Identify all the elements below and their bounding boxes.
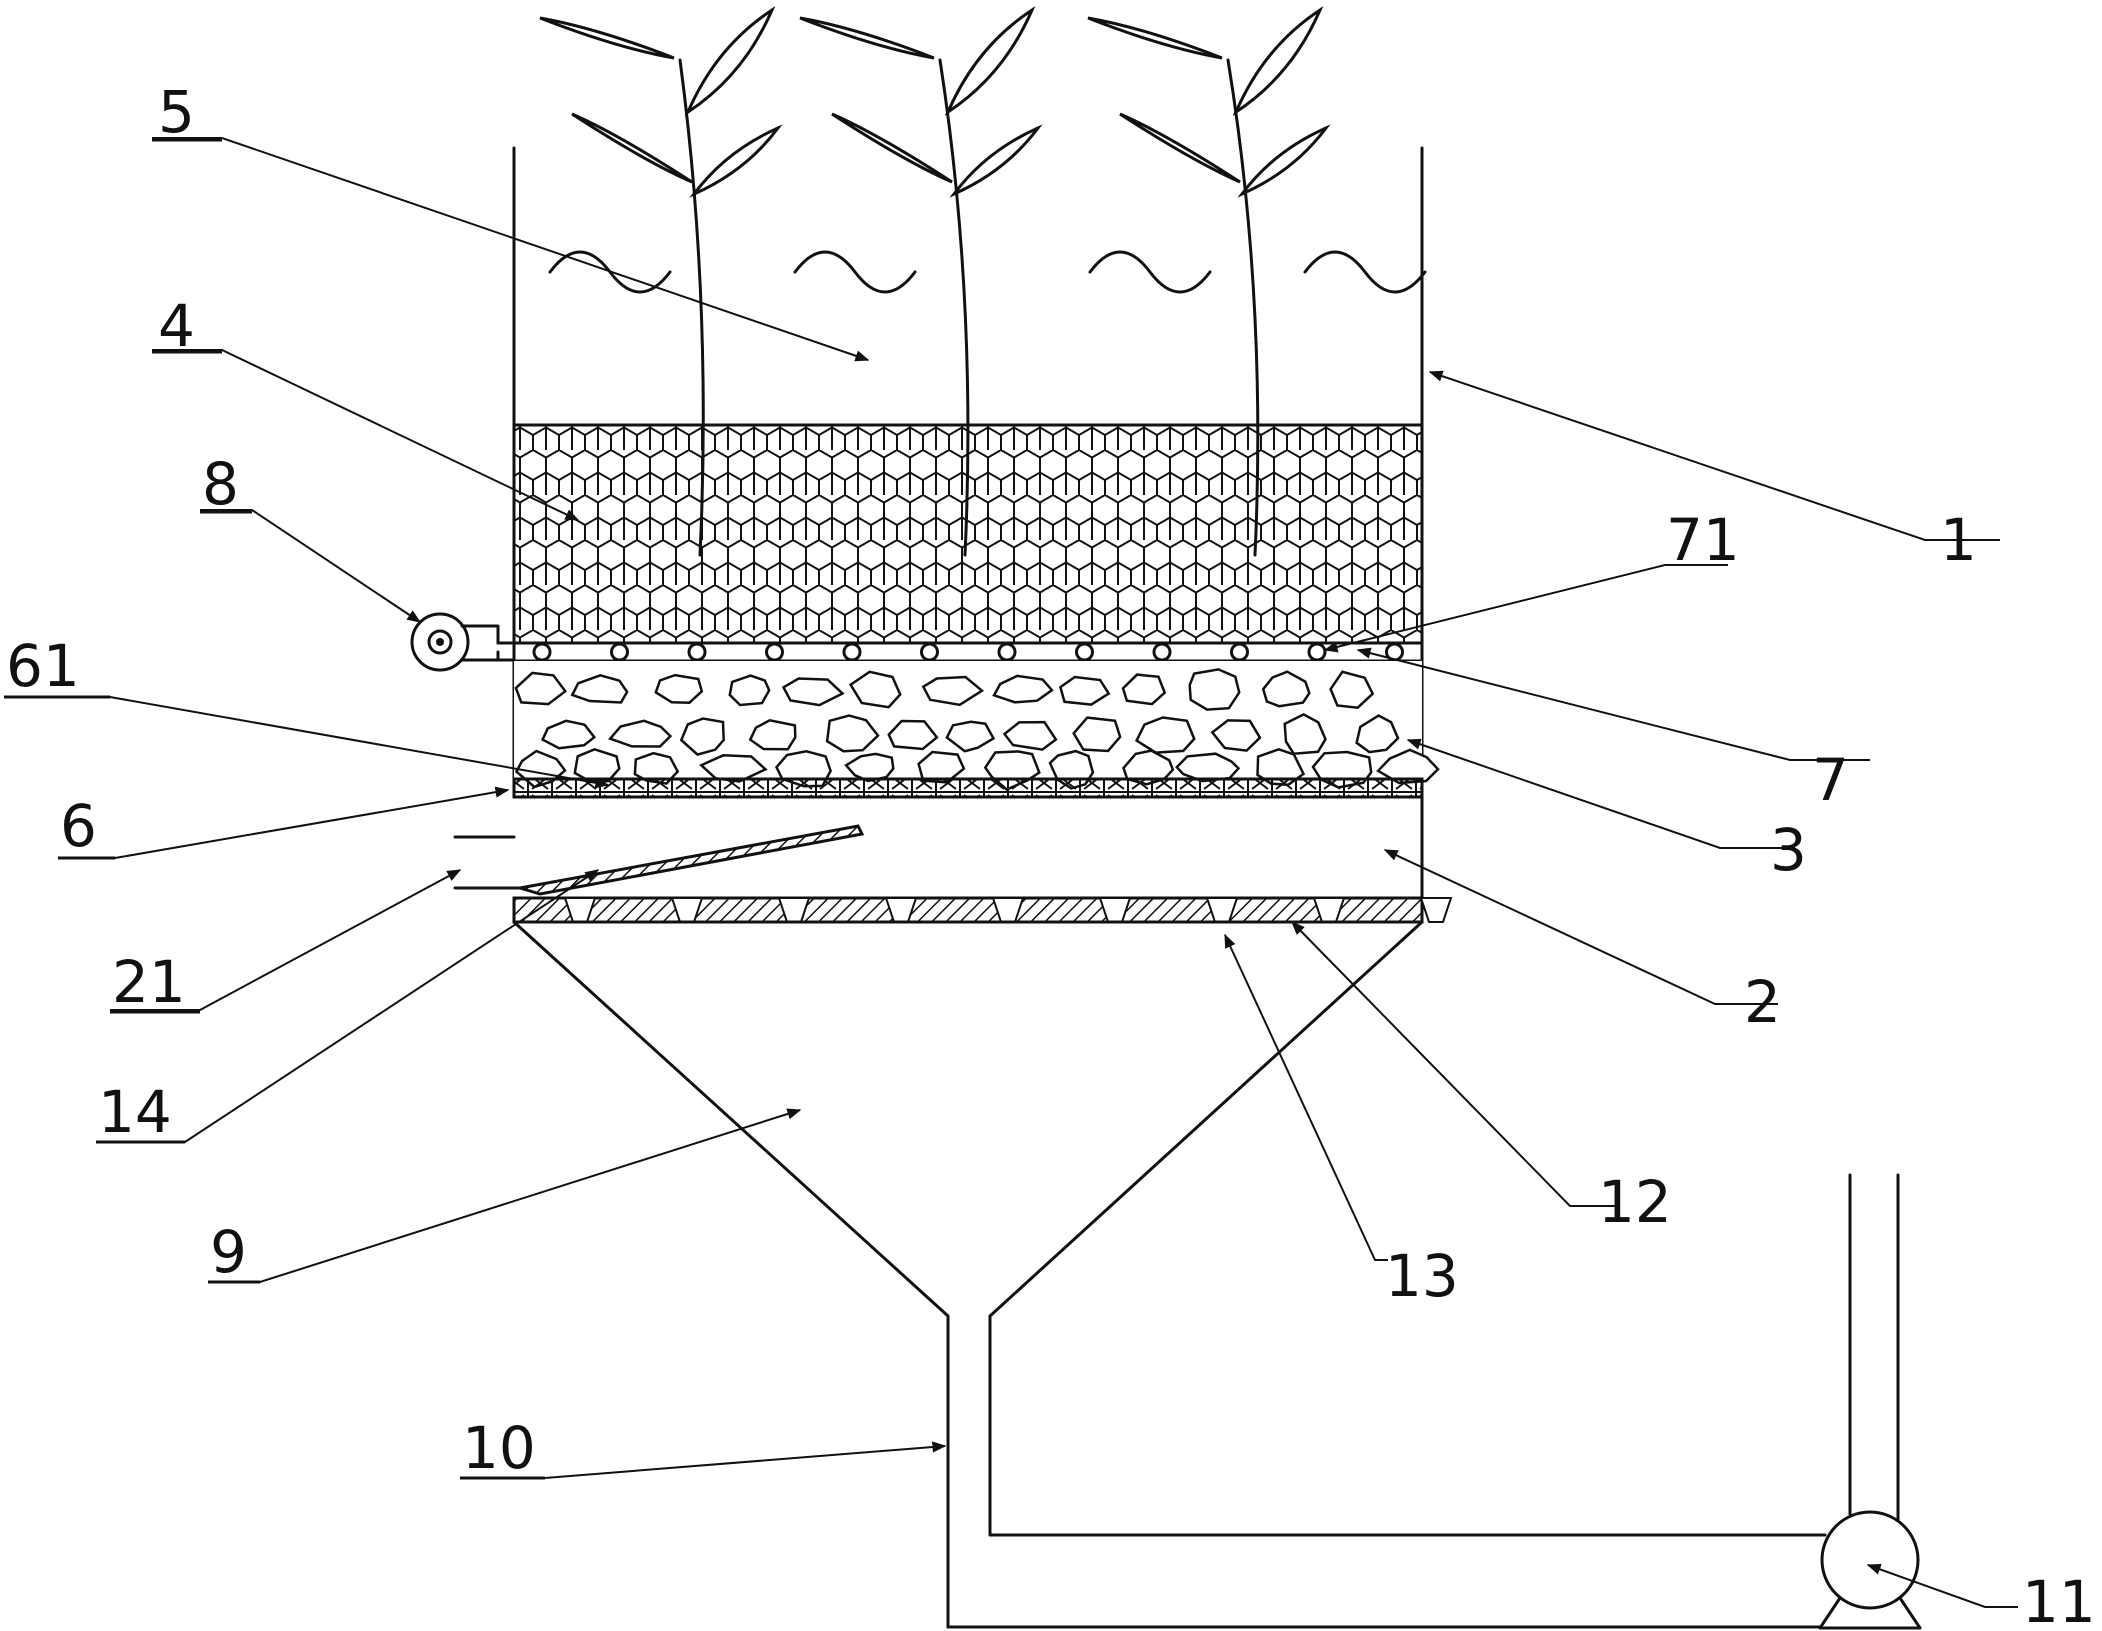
leader-lines: [60, 137, 2018, 1608]
sludge-hopper: [512, 920, 1424, 1629]
label-8: 8: [202, 450, 239, 518]
part-labels: 5 4 8 61 6 21 14 9 10 1 71 7 3 2 12 13 1…: [6, 78, 2096, 1631]
label-6: 6: [60, 792, 97, 860]
gravel-stone: [1072, 716, 1122, 753]
aquatic-plants: [539, 5, 1331, 557]
aeration-hole: [920, 642, 939, 662]
gravel-stone: [848, 670, 902, 709]
gravel-stone: [887, 719, 939, 751]
gravel-stone: [992, 674, 1054, 704]
gravel-stone: [573, 747, 621, 784]
gravel-stone: [1210, 719, 1262, 752]
label-1: 1: [1940, 506, 1977, 574]
gravel-stone: [654, 673, 704, 704]
gravel-stone: [1121, 673, 1167, 706]
aeration-hole: [532, 642, 552, 662]
plant-leaf: [539, 16, 675, 60]
label-10: 10: [462, 1414, 536, 1482]
aeration-hole: [997, 642, 1017, 662]
label-71: 71: [1666, 506, 1740, 574]
plant-leaf: [1237, 124, 1331, 198]
circulation-pump: [1818, 1173, 1922, 1630]
distribution-chamber: [453, 824, 865, 896]
gravel-stone: [921, 675, 985, 707]
label-2: 2: [1744, 968, 1781, 1036]
gravel-stone: [1058, 675, 1111, 706]
label-4: 4: [158, 292, 195, 360]
gravel-stone: [1329, 670, 1375, 710]
plant-leaf: [944, 5, 1036, 117]
plant-leaf: [1087, 16, 1223, 60]
label-11: 11: [2022, 1568, 2096, 1631]
plant-stem: [938, 58, 970, 557]
plant-stem: [678, 58, 705, 557]
plant-leaf: [571, 112, 693, 184]
support-mesh-plate: [512, 777, 1424, 799]
aeration-hole: [687, 642, 707, 662]
aeration-hole: [610, 642, 629, 662]
gravel-stone: [1188, 668, 1241, 711]
label-3: 3: [1770, 816, 1807, 884]
air-blower: [410, 612, 516, 672]
gravel-stone: [570, 673, 629, 704]
plant-leaf: [949, 124, 1043, 198]
aeration-hole: [765, 642, 784, 662]
gravel-stone: [748, 718, 797, 751]
gravel-layer: [514, 661, 1440, 791]
plant-leaf: [799, 16, 935, 60]
plant-leaf: [831, 112, 953, 184]
bottom-plate-hole: [1419, 897, 1453, 923]
gravel-stone: [728, 674, 771, 707]
plant-leaf: [689, 124, 783, 198]
label-underlines: [4, 138, 545, 1480]
label-7: 7: [1812, 746, 1849, 814]
outlet-pipe: [946, 1314, 1827, 1629]
label-9: 9: [210, 1218, 247, 1286]
gravel-stone: [1355, 714, 1400, 754]
label-61: 61: [6, 632, 80, 700]
aeration-pipe: [512, 641, 1424, 663]
aeration-holes: [532, 642, 1404, 662]
gravel-stone: [608, 719, 673, 748]
aeration-hole: [1230, 642, 1249, 662]
aeration-hole: [1075, 642, 1094, 662]
aeration-hole: [842, 642, 862, 662]
label-14: 14: [98, 1078, 172, 1146]
perforated-bottom-plate: [512, 896, 1453, 924]
plant-stem: [1226, 58, 1260, 557]
water-ripples: [548, 250, 1427, 294]
gravel-stone: [945, 720, 996, 753]
plant-leaf: [1119, 112, 1241, 184]
gravel-stone: [825, 714, 880, 753]
aeration-hole: [1152, 642, 1172, 662]
plant-leaf: [684, 5, 776, 117]
label-21: 21: [112, 948, 186, 1016]
gravel-stone: [514, 671, 568, 706]
gravel-stone: [781, 677, 845, 707]
gravel-stone: [1283, 712, 1327, 756]
label-12: 12: [1598, 1168, 1672, 1236]
aeration-hole: [1307, 642, 1327, 662]
gravel-stone: [679, 717, 725, 756]
plant-leaf: [1232, 5, 1324, 117]
gravel-stone: [1261, 670, 1311, 708]
gravel-stone: [540, 719, 597, 750]
gravel-stone: [1002, 720, 1058, 751]
gravel-stone: [1134, 716, 1196, 754]
label-13: 13: [1385, 1242, 1459, 1310]
label-5: 5: [158, 78, 195, 146]
